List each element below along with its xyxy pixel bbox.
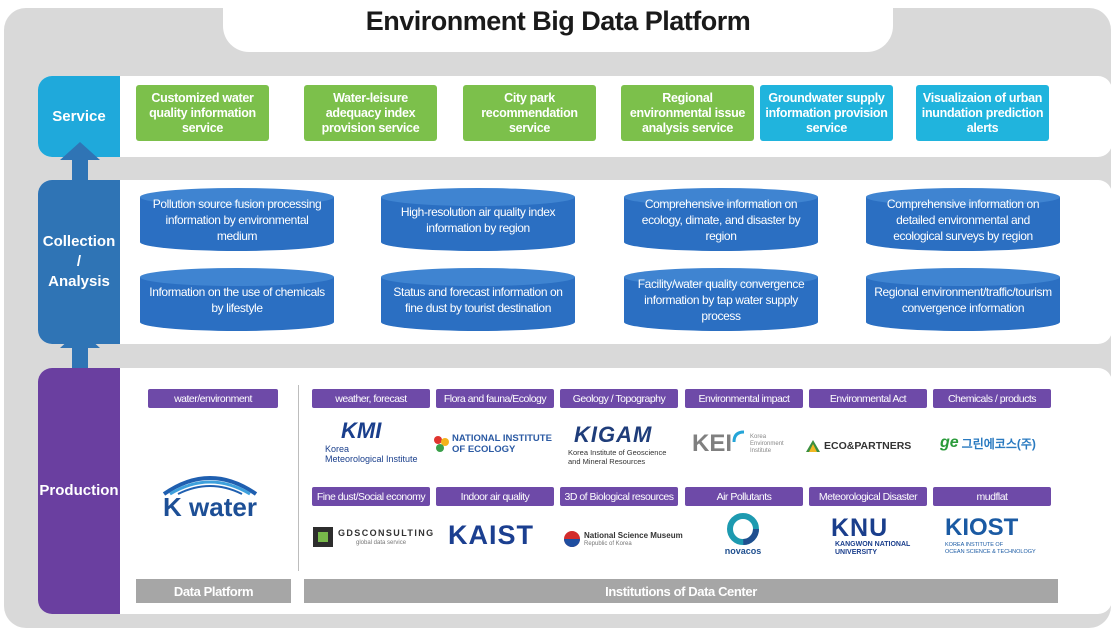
analysis-cylinder: Comprehensive information on ecology, di… xyxy=(624,188,818,251)
tag-env-act: Environmental Act xyxy=(809,389,927,408)
eco-partners-logo: ECO&PARTNERS xyxy=(806,435,926,457)
kei-logo: KEI Korea Environment Institute xyxy=(692,430,784,457)
triangle-icon xyxy=(806,440,820,452)
service-row: Service Customized water quality informa… xyxy=(38,76,1112,157)
tag-fine-dust: Fine dust/Social economy xyxy=(312,487,430,506)
analysis-text: Facility/water quality convergence infor… xyxy=(637,276,805,323)
page-title: Environment Big Data Platform xyxy=(365,6,751,36)
kaist-logo: KAIST xyxy=(448,519,534,550)
green-ecos-logo: ge 그린에코스(주) xyxy=(940,434,1036,451)
analysis-text: Pollution source fusion processing infor… xyxy=(152,196,322,243)
data-platform-bar: Data Platform xyxy=(136,579,291,603)
analysis-text: Status and forecast information on fine … xyxy=(393,284,563,315)
analysis-cylinder: Facility/water quality convergence infor… xyxy=(624,268,818,331)
kei-mark-icon xyxy=(732,430,745,443)
taegeuk-icon xyxy=(564,531,580,547)
tag-met-disaster: Meteorological Disaster xyxy=(809,487,927,506)
data-center-bar: Institutions of Data Center xyxy=(304,579,1058,603)
tag-air-pollutants: Air Pollutants xyxy=(685,487,803,506)
nie-logo: NATIONAL INSTITUTE OF ECOLOGY xyxy=(432,428,557,460)
gds-cube-icon xyxy=(313,527,333,547)
flower-icon xyxy=(434,436,449,452)
tag-indoor-air: Indoor air quality xyxy=(436,487,554,506)
analysis-cylinder: Status and forecast information on fine … xyxy=(381,268,575,331)
service-box-5: Groundwater supply information provision… xyxy=(760,85,893,141)
analysis-cylinder: Comprehensive information on detailed en… xyxy=(866,188,1060,251)
collection-label: Collection / Analysis xyxy=(38,180,120,344)
kmi-logo: KMI Korea Meteorological Institute xyxy=(325,418,418,464)
service-box-1: Customized water quality information ser… xyxy=(136,85,269,141)
analysis-text: High-resolution air quality index inform… xyxy=(400,204,556,235)
analysis-cylinder: Regional environment/traffic/tourism con… xyxy=(866,268,1060,331)
kiost-logo: KIOST KOREA INSTITUTE OF OCEAN SCIENCE &… xyxy=(945,514,1036,555)
tag-geology: Geology / Topography xyxy=(560,389,678,408)
analysis-text: Comprehensive information on ecology, di… xyxy=(641,196,801,243)
up-arrow-icon xyxy=(60,142,100,182)
analysis-cylinder: High-resolution air quality index inform… xyxy=(381,188,575,251)
service-box-3: City park recommendation service xyxy=(463,85,596,141)
analysis-cylinder: Pollution source fusion processing infor… xyxy=(140,188,334,251)
title-tab xyxy=(223,0,893,52)
kwater-logo: K water xyxy=(150,468,270,528)
service-box-2: Water-leisure adequacy index provision s… xyxy=(304,85,437,141)
tag-bio-resources: 3D of Biological resources xyxy=(560,487,678,506)
novacos-ring-icon xyxy=(727,513,759,545)
knu-logo: KNU KANGWON NATIONAL UNIVERSITY xyxy=(831,514,911,556)
production-label: Production xyxy=(38,368,120,614)
tag-water-environment: water/environment xyxy=(148,389,278,408)
tag-chemicals: Chemicals / products xyxy=(933,389,1051,408)
gds-logo: GDSCONSULTING global data service xyxy=(312,522,437,552)
tag-env-impact: Environmental impact xyxy=(685,389,803,408)
kwater-arc-icon xyxy=(162,476,258,496)
tag-weather: weather, forecast xyxy=(312,389,430,408)
novacos-logo: novacos xyxy=(718,512,768,566)
tag-mudflat: mudflat xyxy=(933,487,1051,506)
up-arrow-icon xyxy=(60,330,100,370)
tag-flora: Flora and fauna/Ecology xyxy=(436,389,554,408)
analysis-text: Regional environment/traffic/tourism con… xyxy=(874,284,1052,315)
kigam-logo: KIGAM Korea Institute of Geoscience and … xyxy=(568,422,667,466)
analysis-text: Comprehensive information on detailed en… xyxy=(886,196,1040,243)
analysis-text: Information on the use of chemicals by l… xyxy=(149,284,325,315)
divider xyxy=(298,385,299,571)
service-box-4: Regional environmental issue analysis se… xyxy=(621,85,754,141)
museum-logo: National Science Museum Republic of Kore… xyxy=(563,526,685,552)
service-box-6: Visualizaion of urban inundation predict… xyxy=(916,85,1049,141)
analysis-cylinder: Information on the use of chemicals by l… xyxy=(140,268,334,331)
